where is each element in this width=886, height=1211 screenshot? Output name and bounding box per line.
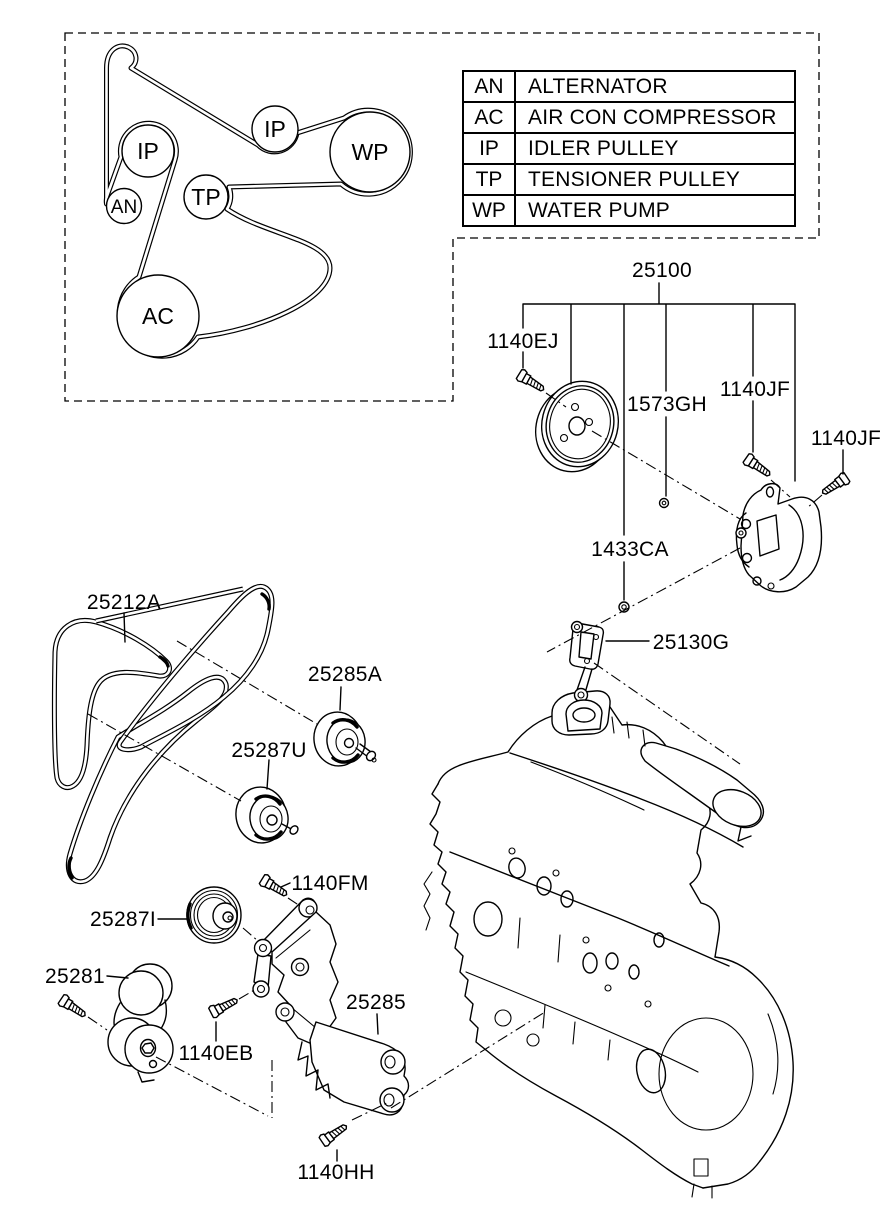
pulley-circle-idler-left: [121, 124, 175, 178]
part-label-25130g: 25130G: [653, 631, 730, 654]
ribbed-pulley-25287i: [186, 886, 242, 944]
pulley-label-tensioner: TP: [191, 184, 220, 210]
bracket-25285: [252, 897, 410, 1116]
legend-code: AN: [464, 72, 516, 101]
bolt-icon-1140ej: [514, 367, 548, 396]
bolts: [56, 367, 852, 1149]
pulley-label-water-pump: WP: [351, 139, 388, 165]
pulley-label-alternator: AN: [111, 197, 137, 218]
part-label-25100: 25100: [632, 259, 692, 282]
stud-1573gh: [658, 497, 670, 509]
legend-name: WATER PUMP: [528, 198, 670, 222]
legend-table: AN ALTERNATOR AC AIR CON COMPRESSOR IP I…: [462, 70, 796, 227]
bolt-icon-1140jf-b: [818, 470, 852, 500]
pump-assembly: [735, 483, 823, 593]
part-label-1140eb: 1140EB: [179, 1042, 254, 1065]
part-label-1433ca: 1433CA: [591, 538, 669, 561]
part-label-1140fm: 1140FM: [291, 872, 368, 895]
bolt-icon-1140hh: [317, 1119, 351, 1149]
legend-name: ALTERNATOR: [528, 74, 668, 98]
part-25100-callout: [522, 282, 844, 613]
legend-name: AIR CON COMPRESSOR: [528, 105, 777, 129]
part-label-1140jf-b: 1140JF: [811, 427, 881, 450]
pulley-circle-alternator: [105, 187, 143, 225]
legend-row: WP WATER PUMP: [464, 194, 794, 225]
legend-name: TENSIONER PULLEY: [528, 167, 741, 191]
part-label-25285a: 25285A: [308, 663, 382, 686]
belt-routing-diagram: IP IP WP TP AN AC: [106, 46, 410, 357]
part-label-25281: 25281: [45, 965, 105, 988]
bolt-icon-1140jf-a: [741, 451, 775, 482]
pulley-circle-tensioner: [183, 174, 229, 220]
legend-code: IP: [464, 134, 516, 163]
part-label-1573gh: 1573GH: [627, 393, 707, 416]
part-label-25212a: 25212A: [87, 591, 161, 614]
drive-belt-25212a: [54, 586, 272, 881]
legend-code: WP: [464, 196, 516, 225]
idler-pulley-25287u: [235, 786, 299, 844]
legend-row: AC AIR CON COMPRESSOR: [464, 101, 794, 132]
pulley-label-idler-top: IP: [264, 116, 286, 142]
part-label-25285: 25285: [346, 991, 406, 1014]
pulley-circle-water-pump: [329, 111, 411, 193]
reference-lines: [87, 392, 823, 1121]
pulley-circle-idler-top: [251, 105, 299, 153]
part-labels: 25100 1140EJ 1573GH 1140JF 1140JF 1433CA…: [45, 259, 881, 1184]
pulley-label-compressor: AC: [142, 303, 174, 329]
legend-row: TP TENSIONER PULLEY: [464, 163, 794, 194]
boundary-dashed-box: [64, 32, 820, 402]
engine-block: [423, 690, 794, 1199]
legend-code: AC: [464, 103, 516, 132]
part-label-25287i: 25287I: [90, 908, 156, 931]
tensioner-25281: [107, 963, 174, 1083]
legend-code: TP: [464, 165, 516, 194]
water-pump-pulley: [534, 380, 620, 473]
leader-lines: [106, 612, 650, 1162]
bolt-icon-1140fm: [257, 872, 291, 901]
legend-name: IDLER PULLEY: [528, 136, 679, 160]
part-label-25287u: 25287U: [231, 739, 306, 762]
part-label-1140hh: 1140HH: [297, 1161, 374, 1184]
legend-row: IP IDLER PULLEY: [464, 132, 794, 163]
part-label-1140jf-a: 1140JF: [720, 378, 790, 401]
legend-row: AN ALTERNATOR: [464, 72, 794, 101]
bolt-icon-1140eb: [207, 993, 241, 1020]
pulley-circle-compressor: [116, 274, 200, 358]
gasket-25130g: [565, 620, 605, 732]
pulley-label-idler-left: IP: [137, 138, 159, 164]
bolt-icon-25281-mount: [56, 992, 90, 1022]
idler-pulley-25285a: [313, 711, 377, 767]
part-label-1140ej: 1140EJ: [487, 330, 558, 353]
